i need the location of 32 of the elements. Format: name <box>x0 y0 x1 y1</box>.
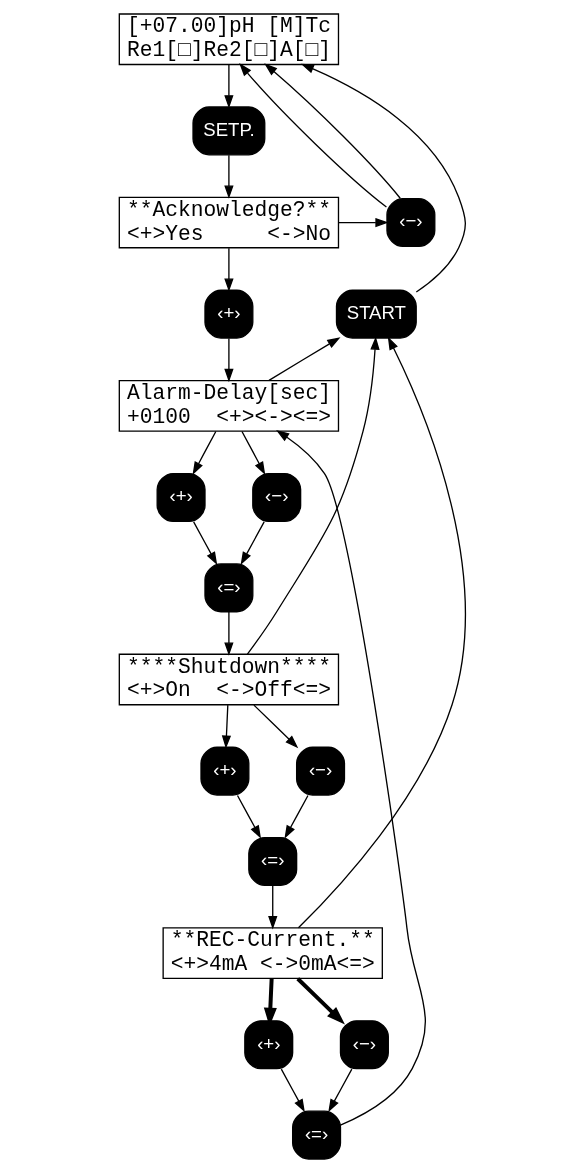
arrow <box>280 1068 305 1113</box>
arrow <box>246 336 380 655</box>
arrow <box>328 1068 353 1113</box>
node-box: Alarm-Delay[sec] +0100 <+><-><=> <box>118 379 340 432</box>
node-box: [+07.00]pH [M]Tc Re1[□]Re2[□]A[□] <box>118 13 340 66</box>
arrow <box>297 336 466 929</box>
arrow <box>224 247 234 292</box>
node-box: START <box>335 289 417 339</box>
arrow <box>253 704 299 749</box>
arrow <box>224 337 234 383</box>
arrow <box>224 64 234 109</box>
arrow <box>193 521 218 566</box>
node-box: **REC-Current.** <+>4mA <->0mA<=> <box>162 927 383 980</box>
arrow <box>338 217 389 228</box>
arrow <box>192 430 217 475</box>
arrow <box>264 63 401 199</box>
arrow <box>296 977 345 1025</box>
arrow <box>236 794 262 839</box>
arrow <box>241 430 266 475</box>
arrow <box>240 521 265 566</box>
arrow <box>224 154 234 199</box>
node-box: ****Shutdown**** <+>On <->Off<=> <box>118 653 340 706</box>
arrow <box>284 794 309 839</box>
node-box: **Acknowledge?** <+>Yes <->No <box>118 196 340 249</box>
arrow <box>268 337 341 381</box>
arrow <box>268 885 278 930</box>
arrow <box>224 611 234 656</box>
arrow <box>276 430 426 1126</box>
arrow <box>300 63 466 293</box>
node-box: SETP. <box>192 106 266 156</box>
arrow <box>221 704 232 749</box>
arrow <box>239 63 388 208</box>
